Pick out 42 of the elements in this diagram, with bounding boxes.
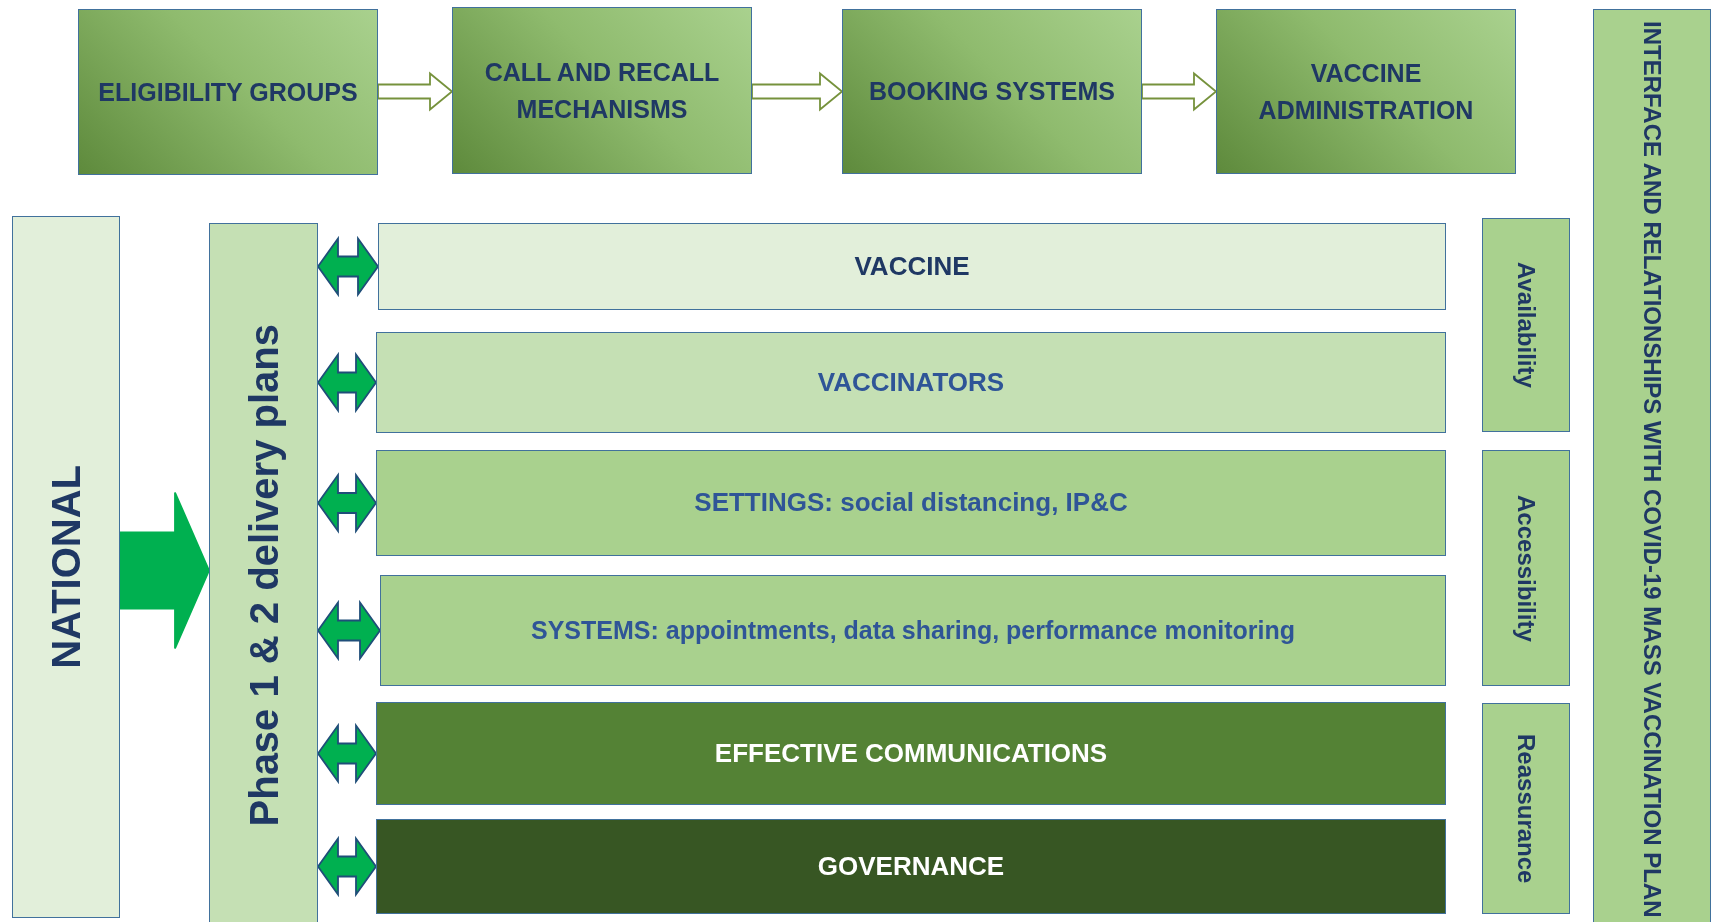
box-label: INTERFACE AND RELATIONSHIPS WITH COVID-19 MASS VACCINATION PLAN [1638,20,1668,918]
box-label: ELIGIBILITY GROUPS [98,76,358,108]
box-label: CALL AND RECALL MECHANISMS [483,57,721,125]
box-label: Reassurance [1512,733,1542,884]
box-label: GOVERNANCE [817,849,1005,883]
process-box [378,223,1446,310]
block-arrow [1141,71,1218,112]
box-label: VACCINATORS [817,365,1005,399]
block-arrow [316,835,378,898]
block-arrow [316,351,378,414]
block-arrow [316,472,378,534]
process-box [1482,703,1570,914]
block-arrow [316,599,382,662]
box-label: VACCINE [854,249,970,283]
block-arrow [316,235,380,298]
process-box [78,9,378,175]
process-box [1216,9,1516,174]
box-label: BOOKING SYSTEMS [869,76,1115,108]
block-arrow [119,491,210,650]
box-label: VACCINE ADMINISTRATION [1257,58,1475,126]
process-box [12,216,120,918]
process-box [376,702,1446,805]
process-box [1482,450,1570,686]
process-box [376,332,1446,433]
process-box [376,450,1446,556]
process-box [452,7,752,174]
block-arrow [316,722,378,785]
process-box [1482,218,1570,432]
process-box [842,9,1142,174]
box-label: Phase 1 & 2 delivery plans [240,324,287,827]
process-box [376,819,1446,914]
box-label: SETTINGS: social distancing, IP&C [694,486,1128,520]
box-label: SYSTEMS: appointments, data sharing, performance monitoring [531,615,1295,647]
box-label: EFFECTIVE COMMUNICATIONS [714,736,1108,770]
block-arrow [751,71,844,112]
box-label: Accessibility [1512,494,1542,642]
process-box [209,223,318,922]
process-box [380,575,1446,686]
block-arrow [377,71,454,112]
box-label: NATIONAL [43,465,89,669]
box-label: Availability [1512,262,1542,388]
process-box [1593,9,1711,922]
